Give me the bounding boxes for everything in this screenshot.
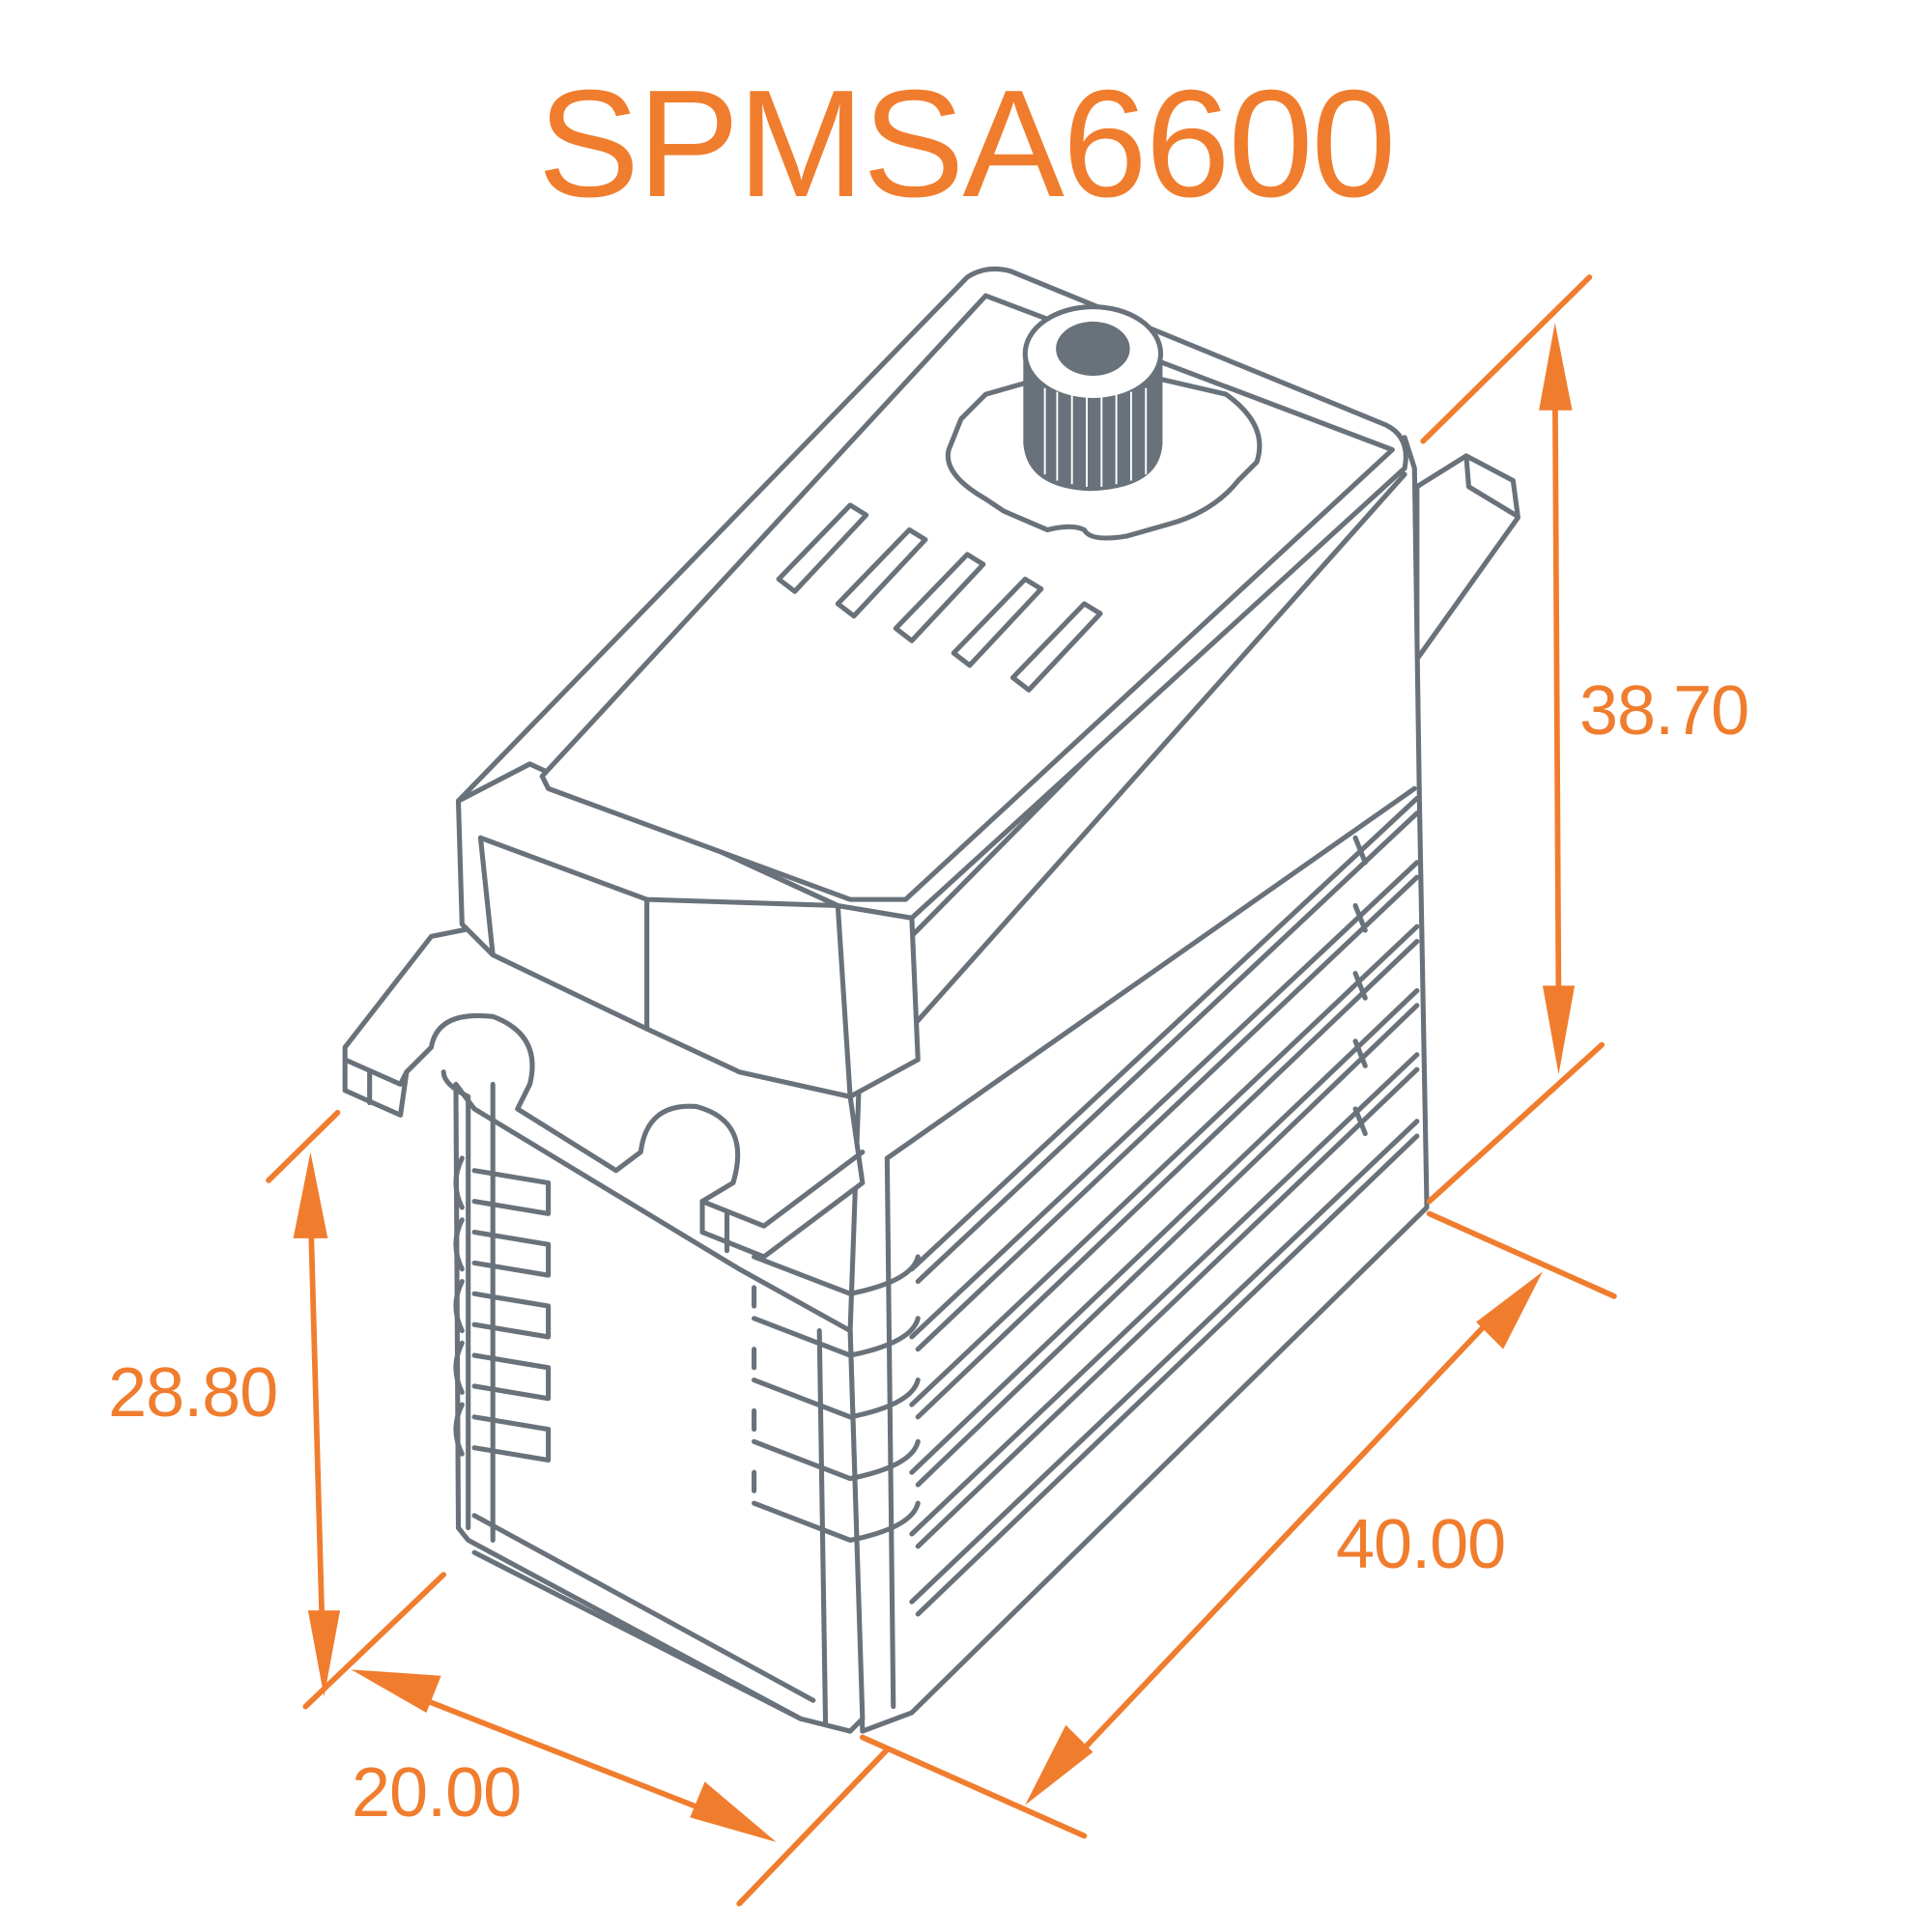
dimension-20-00 <box>351 1669 891 1907</box>
body-right-side <box>847 435 1430 1734</box>
servo-body <box>342 266 1520 1734</box>
body-front-face <box>453 1081 866 1734</box>
dimension-28-80 <box>266 1109 447 1710</box>
dimension-label-length: 40.00 <box>1336 1506 1506 1583</box>
front-fin-slots <box>752 1254 921 1543</box>
product-title: SPMSA6600 <box>537 59 1397 229</box>
dimension-40-00 <box>859 1210 1617 1839</box>
left-fin-slots <box>453 1155 552 1463</box>
vent-slots <box>776 502 1103 693</box>
front-mounting-flange <box>342 922 866 1260</box>
dimension-label-width: 20.00 <box>352 1754 522 1832</box>
dimension-label-height: 38.70 <box>1579 672 1749 750</box>
dimension-label-lower-height: 28.80 <box>108 1354 278 1432</box>
cooling-fins <box>909 795 1420 1617</box>
dimension-38-70 <box>1420 274 1605 1205</box>
output-spline-shaft <box>1022 304 1164 492</box>
